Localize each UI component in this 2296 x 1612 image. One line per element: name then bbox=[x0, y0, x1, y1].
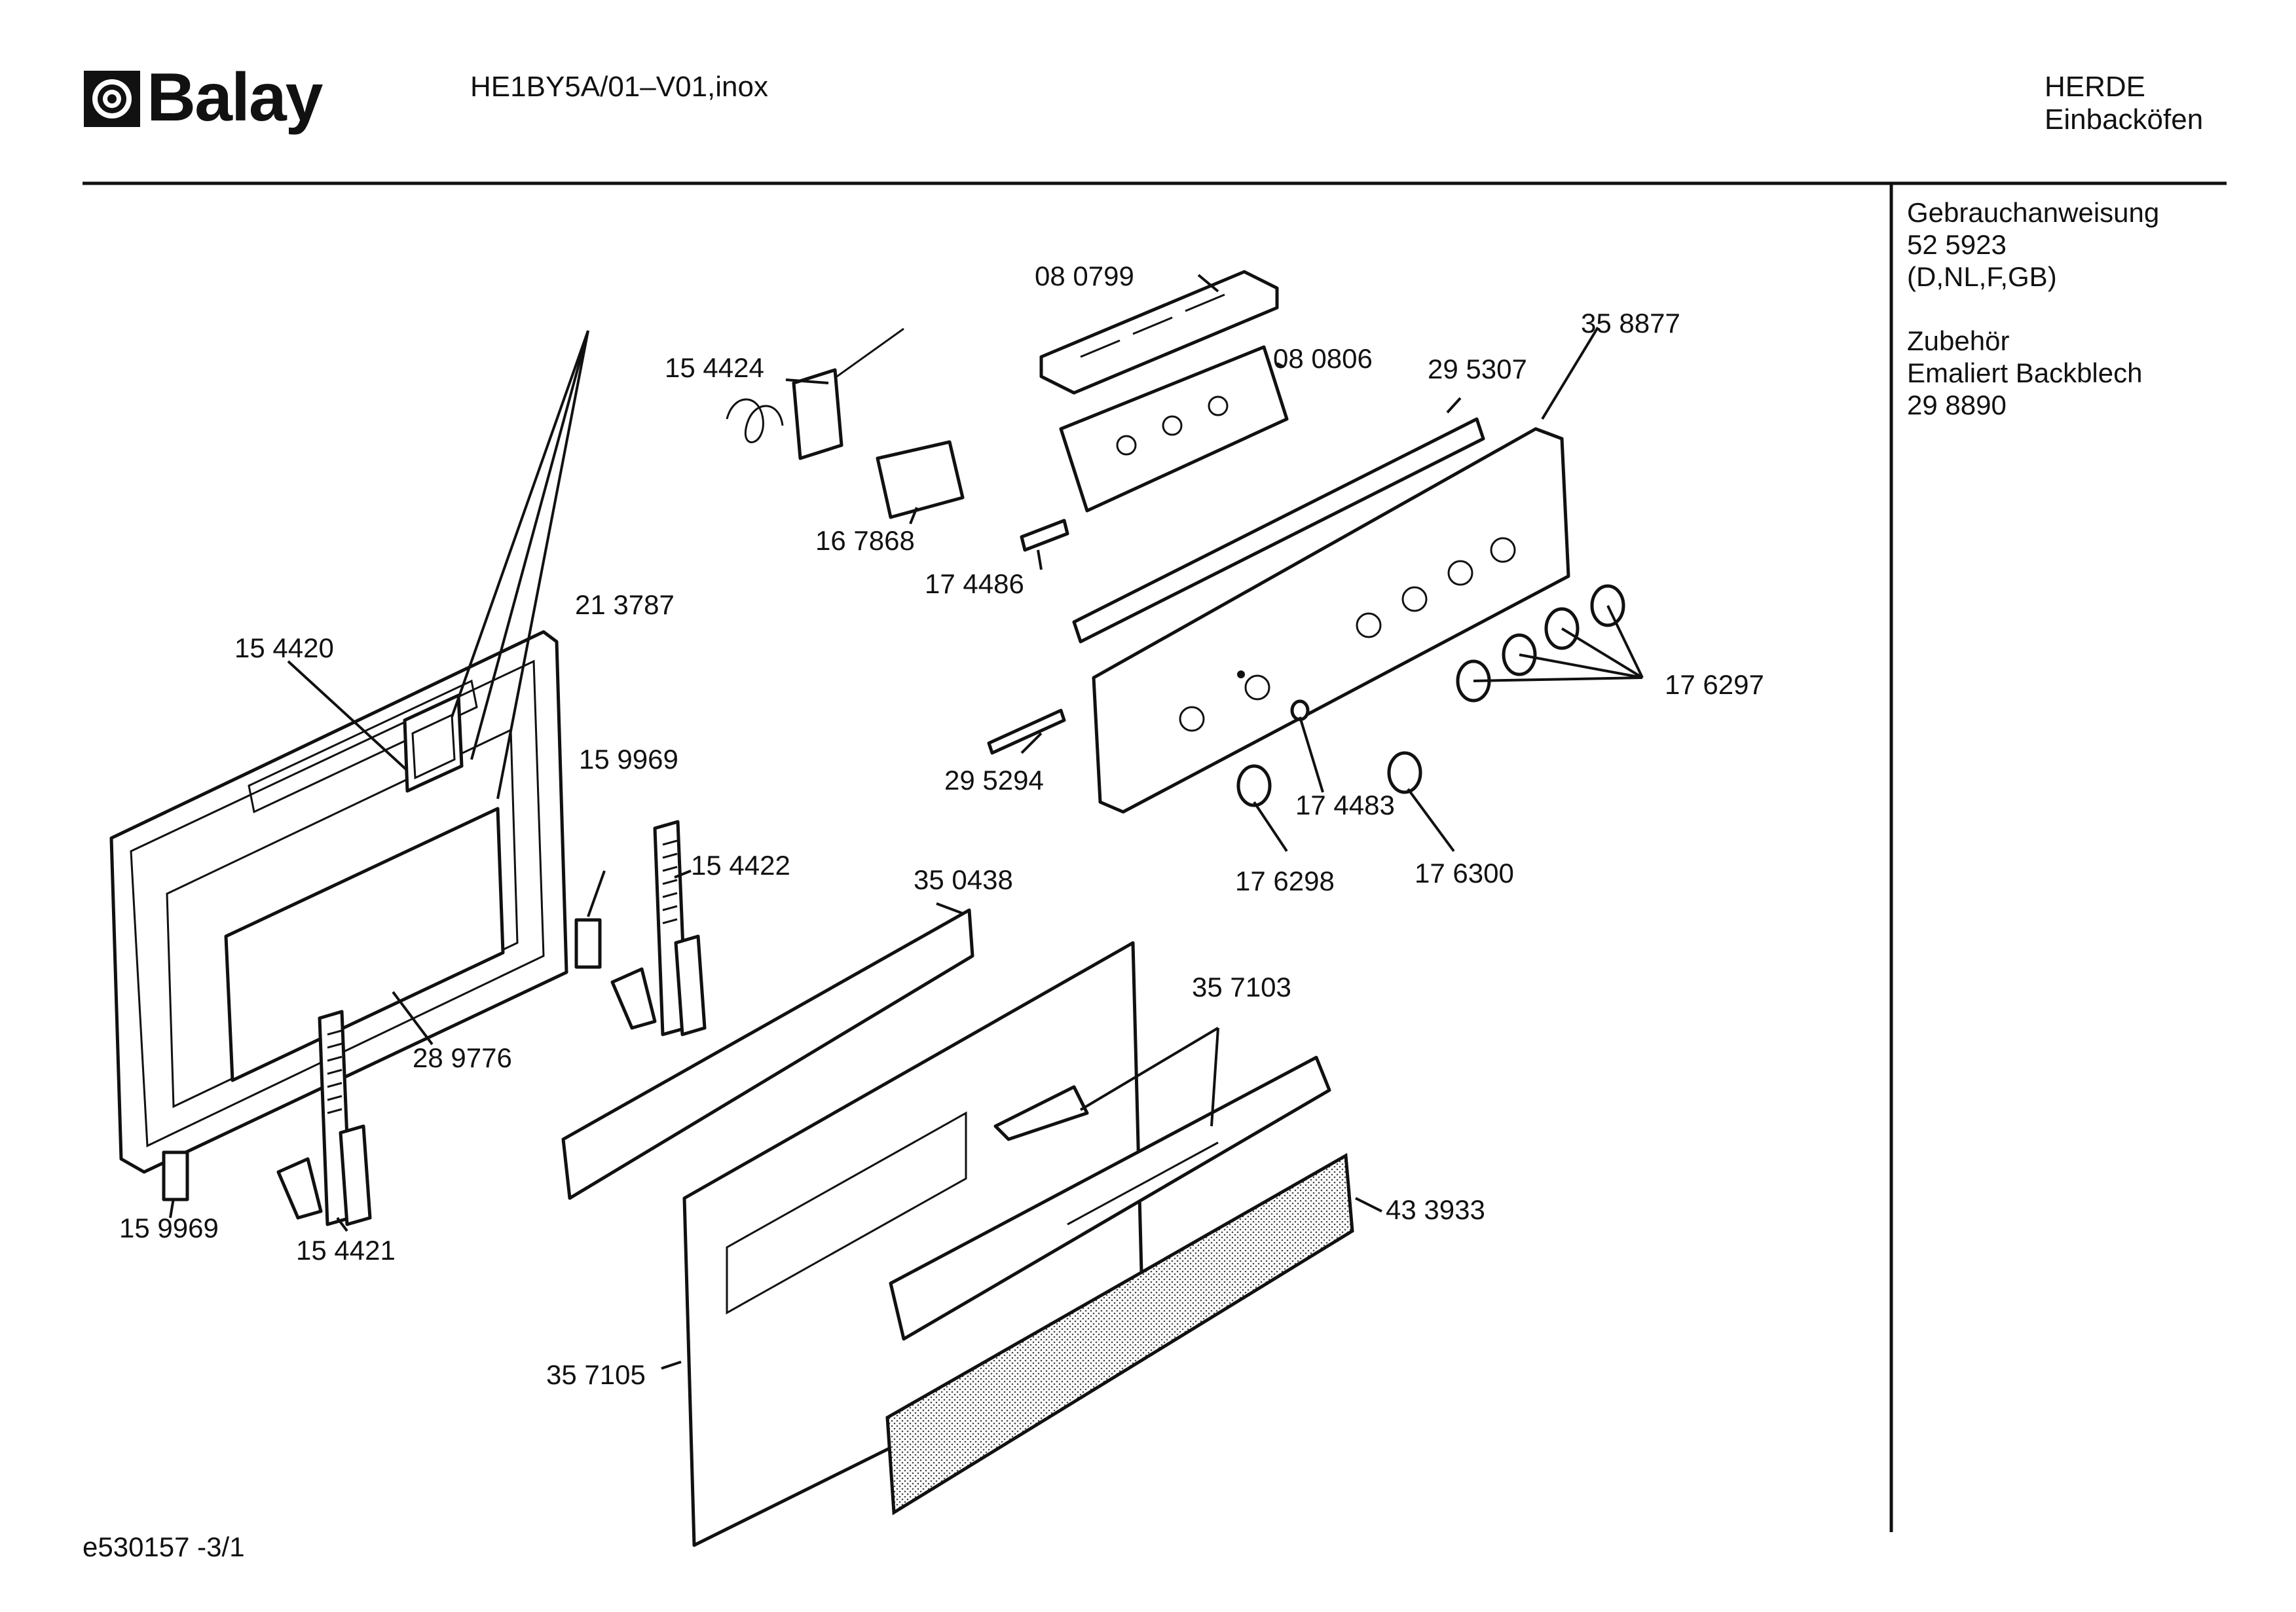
control-panel bbox=[1092, 427, 1570, 814]
thermostat bbox=[726, 327, 904, 460]
callout-176297: 17 6297 bbox=[1665, 669, 1764, 700]
trim-strip bbox=[561, 908, 974, 1200]
callout-159969-lower: 15 9969 bbox=[119, 1213, 219, 1243]
stop-block-lower bbox=[162, 1150, 189, 1201]
category-line1: HERDE bbox=[2045, 71, 2146, 103]
callout-433933: 43 3933 bbox=[1386, 1194, 1485, 1225]
callout-289776: 28 9776 bbox=[413, 1042, 512, 1073]
callout-154422: 15 4422 bbox=[691, 850, 790, 881]
accessory-number: 29 8890 bbox=[1907, 390, 2007, 420]
selector-switch bbox=[876, 440, 965, 519]
drawing-code: e530157 -3/1 bbox=[83, 1531, 245, 1562]
callout-357105: 35 7105 bbox=[546, 1359, 646, 1390]
bracket-295294 bbox=[987, 708, 1066, 755]
manual-number: 52 5923 bbox=[1907, 229, 2007, 260]
callout-174483: 17 4483 bbox=[1295, 790, 1395, 820]
brand-name: Balay bbox=[147, 60, 324, 136]
callout-295294: 29 5294 bbox=[944, 765, 1044, 796]
callout-176300: 17 6300 bbox=[1415, 858, 1514, 888]
switch-holder-cover bbox=[1039, 270, 1279, 395]
hinge-bracket bbox=[403, 693, 464, 793]
callout-176298: 17 6298 bbox=[1235, 866, 1335, 896]
switch-block bbox=[1059, 345, 1289, 513]
manual-label: Gebrauchanweisung bbox=[1907, 197, 2160, 228]
mesh-trim bbox=[885, 1152, 1354, 1516]
callout-295307: 29 5307 bbox=[1428, 354, 1527, 384]
manual-languages: (D,NL,F,GB) bbox=[1907, 261, 2057, 292]
callout-213787: 21 3787 bbox=[575, 589, 675, 620]
accessory-label: Zubehör bbox=[1907, 325, 2010, 356]
callout-174486: 17 4486 bbox=[925, 568, 1024, 599]
leader-lines bbox=[169, 274, 1644, 1370]
knob-176300 bbox=[1387, 751, 1422, 794]
callout-080806: 08 0806 bbox=[1273, 343, 1373, 374]
accessory-name: Emaliert Backblech bbox=[1907, 357, 2143, 388]
callout-154421: 15 4421 bbox=[296, 1235, 396, 1266]
hinge-right bbox=[610, 820, 707, 1036]
callout-080799: 08 0799 bbox=[1035, 261, 1134, 291]
knob-176298 bbox=[1236, 764, 1272, 807]
brand-logo: Balay bbox=[83, 60, 358, 136]
category-line2: Einbacköfen bbox=[2045, 103, 2204, 136]
hinge-left bbox=[276, 1010, 372, 1226]
model-number: HE1BY5A/01–V01,inox bbox=[470, 71, 768, 103]
callout-357103: 35 7103 bbox=[1192, 972, 1291, 1002]
callout-350438: 35 0438 bbox=[914, 864, 1013, 895]
panel-rail bbox=[1072, 417, 1485, 644]
callout-154424: 15 4424 bbox=[665, 352, 764, 383]
callout-154420: 15 4420 bbox=[234, 632, 334, 663]
stop-block-upper bbox=[574, 918, 602, 969]
callout-358877: 35 8877 bbox=[1581, 308, 1680, 339]
callout-167868: 16 7868 bbox=[815, 525, 915, 556]
door-handle bbox=[889, 1055, 1331, 1341]
callout-159969-upper: 15 9969 bbox=[579, 744, 678, 775]
indicator-174483 bbox=[1290, 699, 1310, 722]
balay-logo-icon bbox=[84, 71, 140, 127]
switch-shaft bbox=[1020, 519, 1069, 552]
